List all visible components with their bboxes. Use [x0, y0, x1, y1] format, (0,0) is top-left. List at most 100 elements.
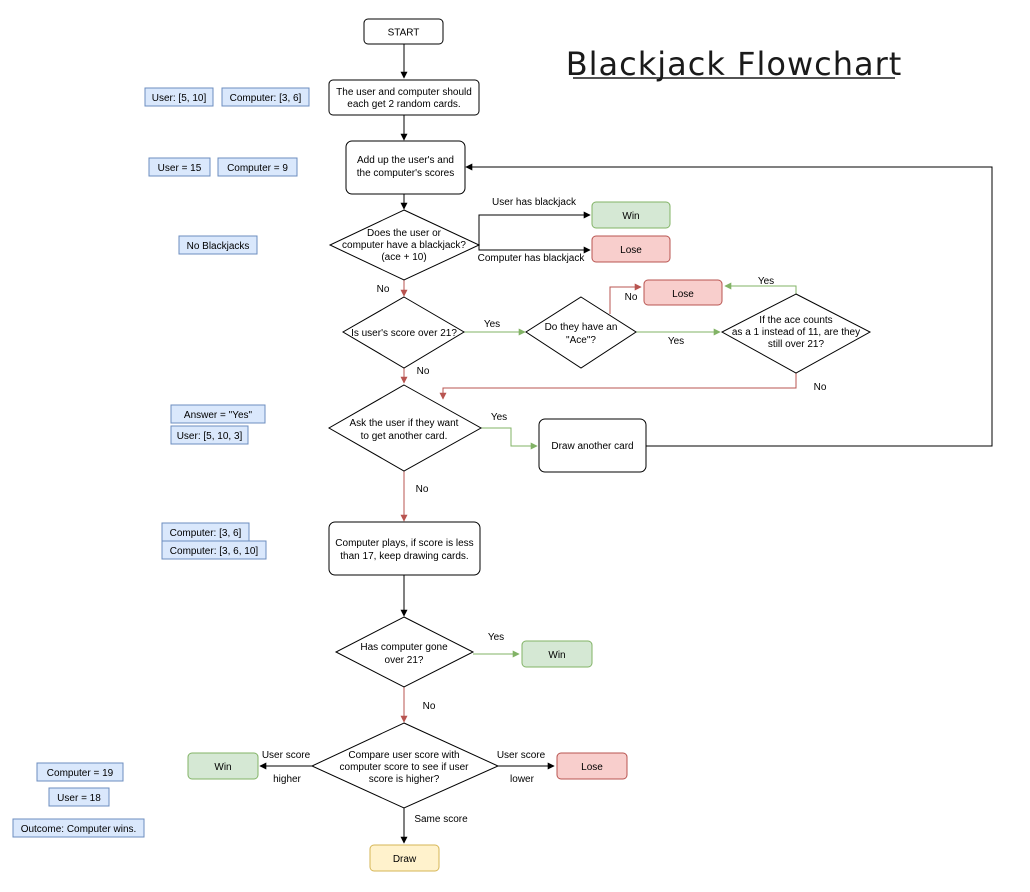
deal-cards-node: The user and computer should each get 2 … [328, 79, 480, 116]
svg-text:Computer plays, if score is le: Computer plays, if score is less [335, 538, 473, 549]
add-scores-node: Add up the user's and the computer's sco… [345, 140, 466, 195]
over21-label: Is user's score over 21? [351, 328, 457, 339]
win-outcome-computer-bust: Win [521, 640, 593, 668]
note-computer-total-box [217, 157, 298, 177]
win-outcome-compare: Win [187, 752, 259, 780]
svg-text:Does the user or: Does the user or [367, 228, 442, 239]
lose-label: Lose [620, 245, 642, 256]
draw-card-node: Draw another card [538, 418, 647, 473]
label-no: No [423, 701, 436, 712]
lose-outcome-compare: Lose [556, 752, 628, 780]
label-no: No [625, 292, 638, 303]
label-user-score: User score [262, 750, 311, 761]
edge-ace-no-lose [609, 283, 642, 314]
edge-another-yes [481, 427, 538, 450]
note-user-cards: User: [5, 10] [152, 93, 207, 104]
label-yes: Yes [668, 336, 684, 347]
svg-text:Ask the user if they want: Ask the user if they want [350, 418, 459, 429]
ace-check-line-2: as a 1 instead of 11, are they [732, 327, 860, 338]
note-computer-cards: Computer: [3, 6] [230, 93, 302, 104]
edge-acecheck-yes-lose [724, 282, 797, 294]
blackjack-line-1: Does the user or [367, 228, 442, 239]
win-outcome-blackjack: Win [591, 201, 671, 229]
edge-draw-loop-back [465, 163, 993, 447]
ace-decision: Do they have an "Ace"? [525, 296, 637, 369]
note-answer: Answer = "Yes" [184, 410, 253, 421]
label-higher: higher [273, 774, 301, 785]
label-yes: Yes [491, 412, 507, 423]
label-no: No [416, 484, 429, 495]
svg-text:Compare user score with: Compare user score with [348, 750, 459, 761]
note-answer-box [170, 404, 266, 424]
computer-over21-decision: Has computer gone over 21? [334, 616, 475, 688]
ace-line-2: "Ace"? [566, 335, 596, 346]
blackjack-line-3: (ace + 10) [381, 252, 426, 263]
svg-text:Add up the user's and: Add up the user's and [357, 155, 454, 166]
draw-outcome: Draw [369, 844, 440, 872]
blackjack-decision: Does the user or computer have a blackja… [328, 209, 481, 281]
ace-check-decision: If the ace counts as a 1 instead of 11, … [720, 293, 872, 374]
label-computer-has-blackjack: Computer has blackjack [478, 253, 586, 264]
page-title: Blackjack Flowchart [566, 45, 903, 83]
another-card-decision: Ask the user if they want to get another… [327, 384, 483, 472]
label-yes: Yes [488, 632, 504, 643]
note-user-cards-2: User: [5, 10, 3] [177, 431, 243, 442]
svg-text:Do they have an: Do they have an [545, 322, 618, 333]
lose-outcome-blackjack: Lose [591, 235, 671, 263]
ace-line-1: Do they have an [545, 322, 618, 333]
svg-text:score is higher?: score is higher? [369, 774, 440, 785]
note-user-total-box [148, 157, 211, 177]
note-no-blackjacks-box [178, 235, 258, 255]
label-no: No [814, 382, 827, 393]
label-no: No [377, 284, 390, 295]
comp-over-line-2: over 21? [385, 655, 424, 666]
note-outcome-box [12, 818, 145, 838]
another-line-2: to get another card. [361, 431, 448, 442]
svg-text:(ace + 10): (ace + 10) [381, 252, 426, 263]
compare-decision: Compare user score with computer score t… [310, 722, 500, 809]
comp-over-line-1: Has computer gone [360, 642, 448, 653]
note-user-total: User = 15 [158, 163, 202, 174]
note-computer-final: Computer = 19 [47, 768, 114, 779]
note-computer-cards-2: Computer: [3, 6] [170, 528, 242, 539]
compare-line-1: Compare user score with [348, 750, 459, 761]
computer-plays-node: Computer plays, if score is less than 17… [328, 521, 481, 576]
start-label: START [388, 28, 420, 39]
comp-plays-line-1: Computer plays, if score is less [335, 538, 473, 549]
label-user-score: User score [497, 750, 546, 761]
comp-plays-line-2: than 17, keep drawing cards. [340, 551, 468, 562]
deal-line-1: The user and computer should [336, 87, 472, 98]
svg-text:computer have a blackjack?: computer have a blackjack? [342, 240, 466, 251]
blackjack-line-2: computer have a blackjack? [342, 240, 466, 251]
draw-label: Draw [393, 854, 417, 865]
edge-user-blackjack-win [478, 211, 591, 244]
note-no-blackjacks: No Blackjacks [187, 241, 250, 252]
draw-card-label: Draw another card [551, 441, 633, 452]
lose-label: Lose [672, 289, 694, 300]
label-yes: Yes [758, 276, 774, 287]
start-node: START [363, 18, 444, 45]
svg-text:to get another card.: to get another card. [361, 431, 448, 442]
win-label: Win [622, 211, 639, 222]
label-same-score: Same score [414, 814, 468, 825]
svg-text:The user and computer should: The user and computer should [336, 87, 472, 98]
svg-text:If the ace counts: If the ace counts [759, 315, 832, 326]
svg-text:each get 2 random cards.: each get 2 random cards. [347, 99, 460, 110]
note-computer-total: Computer = 9 [227, 163, 288, 174]
svg-text:computer score to see if user: computer score to see if user [340, 762, 470, 773]
note-computer-cards-3: Computer: [3, 6, 10] [170, 546, 259, 557]
svg-text:Has computer gone: Has computer gone [360, 642, 448, 653]
svg-text:"Ace"?: "Ace"? [566, 335, 596, 346]
ace-check-line-1: If the ace counts [759, 315, 832, 326]
label-no: No [417, 366, 430, 377]
another-line-1: Ask the user if they want [350, 418, 459, 429]
svg-text:as a 1 instead of 11, are they: as a 1 instead of 11, are they [732, 327, 860, 338]
note-user-cards-2-box [170, 425, 249, 445]
svg-text:the computer's scores: the computer's scores [357, 168, 455, 179]
compare-line-3: score is higher? [369, 774, 440, 785]
deal-line-2: each get 2 random cards. [347, 99, 460, 110]
add-line-2: the computer's scores [357, 168, 455, 179]
ace-check-line-3: still over 21? [768, 339, 825, 350]
edge-computer-blackjack-lose [478, 244, 591, 254]
